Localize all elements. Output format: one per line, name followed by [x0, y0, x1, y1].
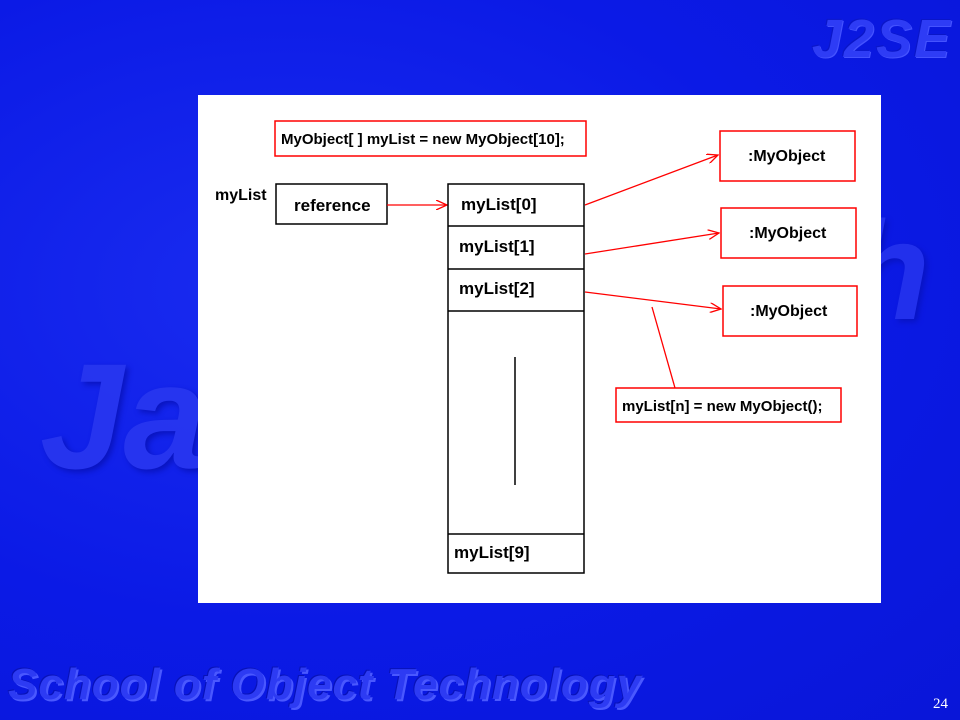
assignment-text: myList[n] = new MyObject();: [622, 398, 822, 415]
element-arrow: [584, 233, 719, 255]
array-cell-label: myList[2]: [459, 279, 535, 298]
assignment-box: [615, 387, 842, 423]
object-label: :MyObject: [750, 303, 828, 320]
reference-label: reference: [294, 196, 371, 215]
page-number: 24: [933, 696, 948, 712]
object-box: [722, 285, 858, 337]
array-column: [447, 183, 585, 574]
java-watermark: Ja: [40, 332, 207, 500]
diagram-panel: MyObject[ ] myList = new MyObject[10]; m…: [198, 95, 881, 603]
object-label: :MyObject: [749, 225, 827, 242]
array-cell-label: myList[0]: [461, 195, 537, 214]
footer-title: School of Object Technology: [8, 660, 643, 709]
j2se-logo: J2SE: [811, 9, 952, 69]
array-diagram: MyObject[ ] myList = new MyObject[10]; m…: [215, 120, 858, 574]
object-box: [719, 130, 856, 182]
element-arrow: [584, 155, 718, 206]
array-cell-label: myList[9]: [454, 543, 530, 562]
declaration-box: [274, 120, 587, 157]
variable-label: myList: [215, 187, 267, 204]
object-box: [720, 207, 857, 259]
annotation-leader: [651, 306, 676, 389]
element-arrow: [584, 291, 721, 309]
reference-box: [275, 183, 388, 225]
declaration-text: MyObject[ ] myList = new MyObject[10];: [281, 131, 565, 148]
array-cell-label: myList[1]: [459, 237, 535, 256]
object-label: :MyObject: [748, 148, 826, 165]
